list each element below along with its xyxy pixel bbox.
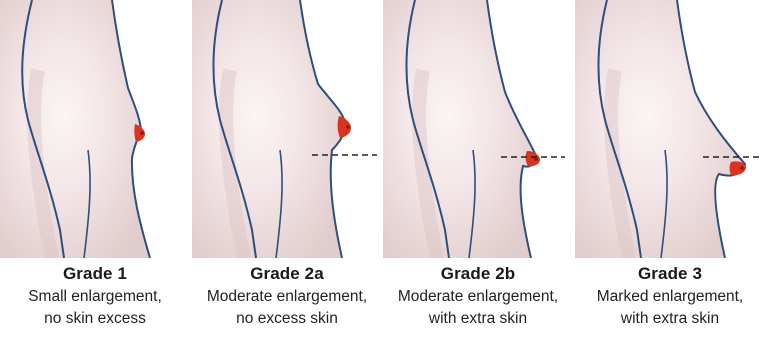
grade-2b-illustration (383, 0, 573, 258)
nipple-icon (140, 131, 144, 135)
grade-title: Grade 2b (383, 262, 573, 286)
grade-title: Grade 2a (192, 262, 382, 286)
grade-description-line-2: with extra skin (383, 308, 573, 330)
grade-3-panel: Grade 3 Marked enlargement, with extra s… (575, 0, 765, 343)
grade-description-line-1: Moderate enlargement, (383, 286, 573, 308)
grade-description-line-1: Moderate enlargement, (192, 286, 382, 308)
grade-2a-panel: Grade 2a Moderate enlargement, no excess… (192, 0, 382, 343)
nipple-icon (740, 166, 744, 170)
torso-silhouette (383, 0, 537, 258)
grade-2b-panel: Grade 2b Moderate enlargement, with extr… (383, 0, 573, 343)
grade-description-line-2: with extra skin (575, 308, 765, 330)
grade-2b-caption: Grade 2b Moderate enlargement, with extr… (383, 262, 573, 330)
grade-description-line-1: Small enlargement, (0, 286, 190, 308)
grade-2a-illustration (192, 0, 382, 258)
grade-2a-caption: Grade 2a Moderate enlargement, no excess… (192, 262, 382, 330)
glandular-tissue (526, 151, 540, 166)
grade-3-caption: Grade 3 Marked enlargement, with extra s… (575, 262, 765, 330)
grade-1-illustration (0, 0, 190, 258)
grade-description-line-2: no skin excess (0, 308, 190, 330)
grade-description-line-2: no excess skin (192, 308, 382, 330)
grade-title: Grade 3 (575, 262, 765, 286)
grade-1-caption: Grade 1 Small enlargement, no skin exces… (0, 262, 190, 330)
grade-1-panel: Grade 1 Small enlargement, no skin exces… (0, 0, 190, 343)
grade-description-line-1: Marked enlargement, (575, 286, 765, 308)
nipple-icon (346, 125, 350, 129)
grade-title: Grade 1 (0, 262, 190, 286)
torso-silhouette (0, 0, 150, 258)
grade-3-illustration (575, 0, 765, 258)
